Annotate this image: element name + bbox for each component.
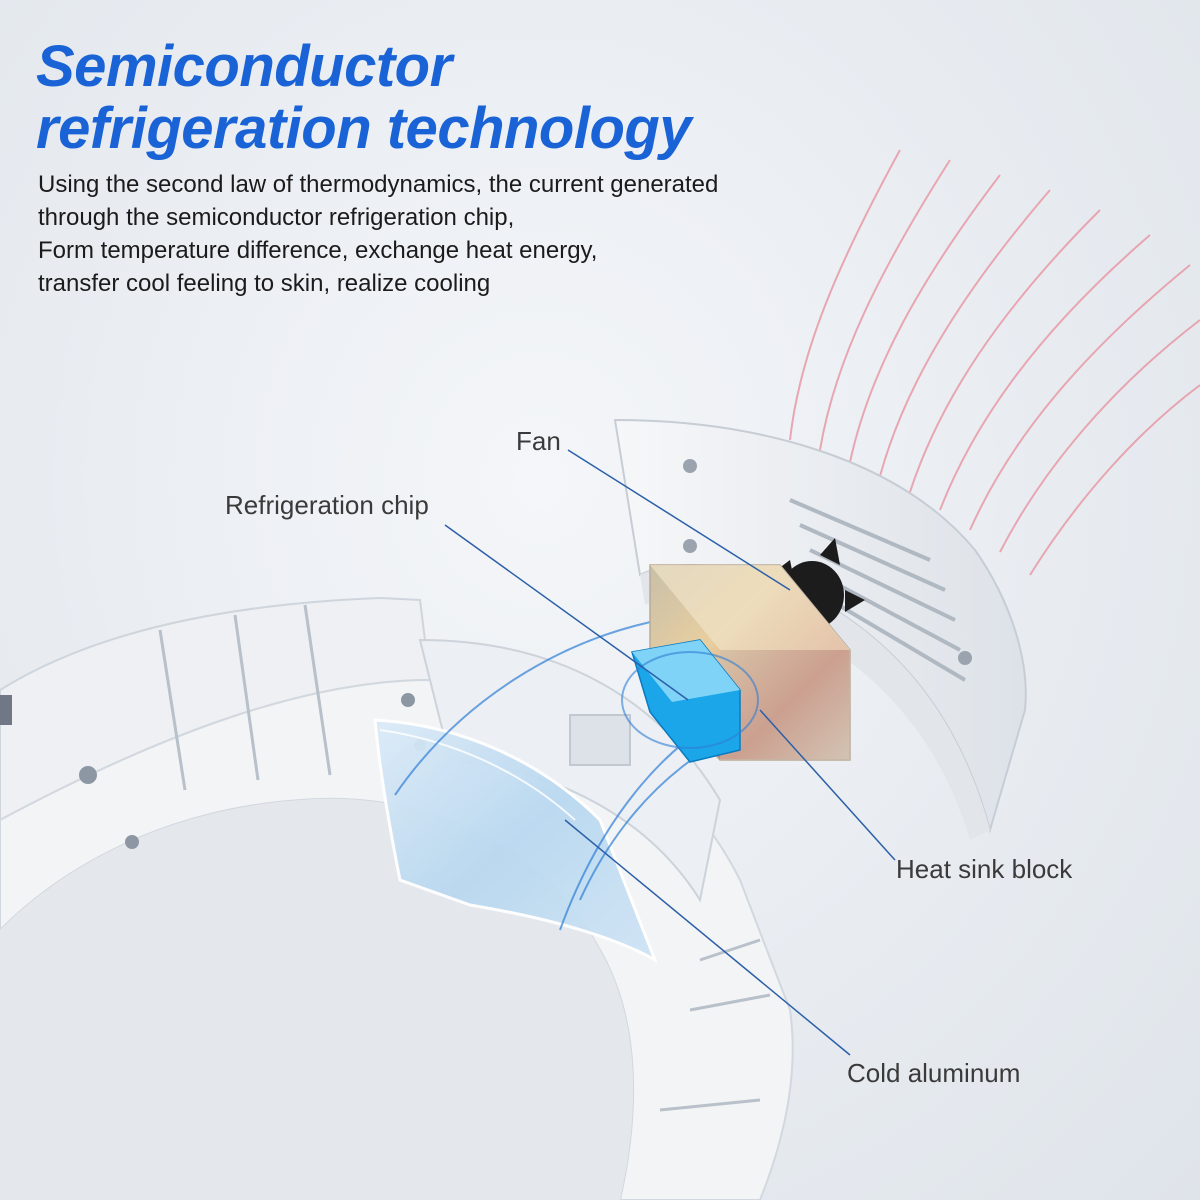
description-line-2: through the semiconductor refrigeration …	[38, 204, 515, 231]
headline-line-1: Semiconductor	[36, 34, 452, 99]
description-line-3: Form temperature difference, exchange he…	[38, 237, 598, 264]
leader-line-cold-aluminum	[564, 819, 851, 1056]
refrigeration-chip	[621, 639, 759, 763]
fan-label: Fan	[516, 426, 561, 456]
description-line-4: transfer cool feeling to skin, realize c…	[38, 270, 491, 297]
refrigeration-chip-label: Refrigeration chip	[225, 490, 429, 520]
neck-band	[0, 596, 794, 1200]
headline: Semiconductor refrigeration technology	[36, 36, 936, 160]
airflow-lines	[789, 149, 1200, 576]
description: Using the second law of thermodynamics, …	[38, 168, 838, 300]
leader-line-fan	[567, 449, 791, 591]
leader-line-heat-sink-block	[759, 709, 896, 861]
leader-lines	[444, 449, 896, 1056]
cold-aluminum-plate	[373, 718, 658, 964]
leader-line-refrigeration-chip	[444, 524, 689, 701]
heat-sink-block-label: Heat sink block	[896, 854, 1073, 884]
headline-line-2: refrigeration technology	[36, 96, 692, 161]
cold-aluminum-label: Cold aluminum	[847, 1058, 1021, 1088]
description-line-1: Using the second law of thermodynamics, …	[38, 171, 719, 198]
